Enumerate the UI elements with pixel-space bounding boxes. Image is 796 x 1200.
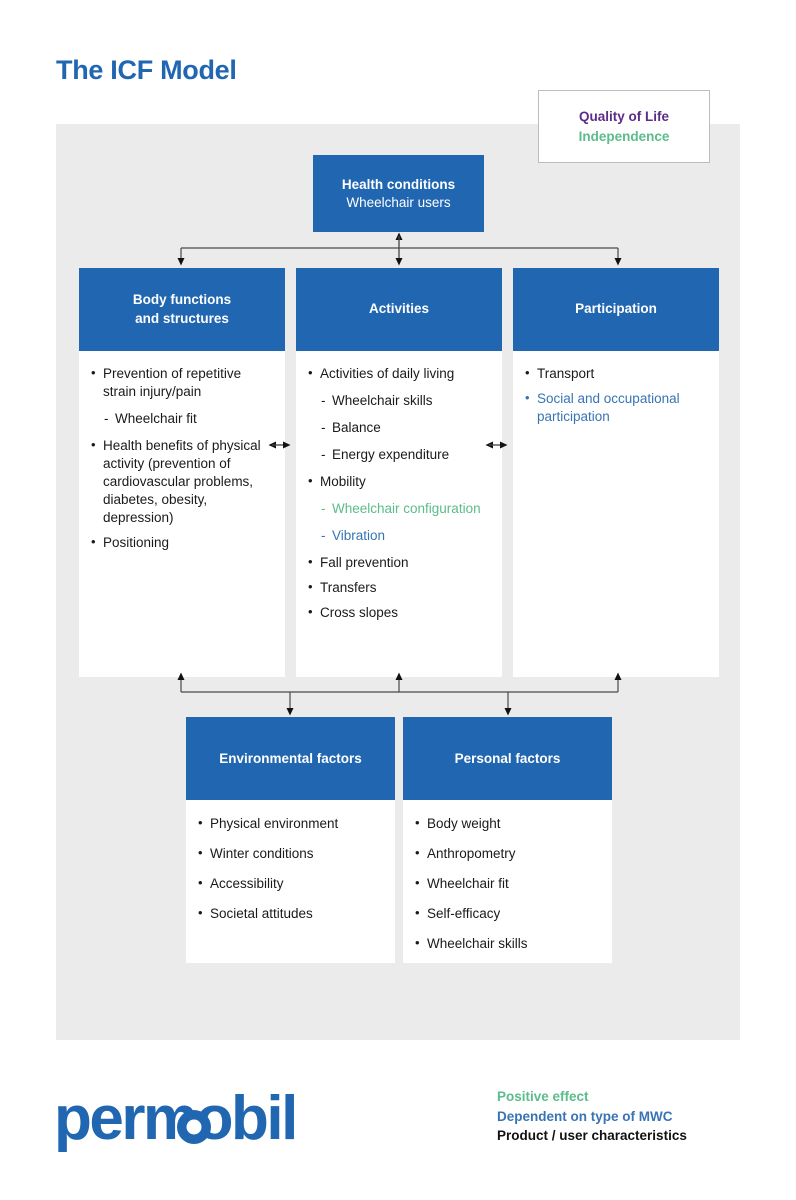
list-activities: Activities of daily livingWheelchair ski… [306,364,492,622]
health-conditions-title: Health conditions [341,176,456,192]
list-item: Anthropometry [413,844,602,863]
list-item: Health benefits of physical activity (pr… [89,436,275,527]
permobil-logo: permobil [54,1083,298,1153]
list-item: Wheelchair fit [89,410,275,428]
card-body-body-functions: Prevention of repetitive strain injury/p… [79,351,285,552]
card-header-line2: and structures [135,310,229,326]
card-body-participation: TransportSocial and occupational partici… [513,351,719,426]
list-item: Societal attitudes [196,904,385,923]
list-item: Wheelchair fit [413,874,602,893]
card-header-line1: Body functions [132,292,232,308]
list-item: Transport [523,364,709,383]
card-environmental-factors: Environmental factors Physical environme… [186,717,395,963]
list-item: Winter conditions [196,844,385,863]
card-header-environmental-label: Environmental factors [219,751,362,766]
list-item: Wheelchair skills [306,392,492,410]
list-item: Physical environment [196,814,385,833]
list-body-functions: Prevention of repetitive strain injury/p… [89,364,275,552]
legend-item-dependent-on-mwc: Dependent on type of MWC [497,1108,673,1124]
card-header-participation: Participation [513,268,719,351]
card-participation: Participation TransportSocial and occupa… [513,268,719,677]
card-header-participation-label: Participation [575,301,657,317]
health-conditions-box: Health conditions Wheelchair users [313,155,484,232]
list-item: Activities of daily living [306,364,492,383]
independence-label: Independence [578,129,670,144]
card-header-activities: Activities [296,268,502,351]
list-item: Balance [306,419,492,437]
card-header-body-functions: Body functions and structures [79,268,285,351]
list-item: Energy expenditure [306,446,492,464]
page-title: The ICF Model [56,55,237,85]
list-item: Mobility [306,472,492,491]
quality-of-life-box: Quality of Life Independence [538,90,710,163]
card-personal-factors: Personal factors Body weightAnthropometr… [403,717,612,963]
list-participation: TransportSocial and occupational partici… [523,364,709,426]
list-item: Cross slopes [306,603,492,622]
logo-o-inner [186,1119,202,1135]
card-header-activities-label: Activities [368,301,430,317]
legend-item-positive-effect: Positive effect [497,1089,589,1104]
card-header-environmental: Environmental factors [186,717,395,800]
list-item: Wheelchair configuration [306,500,492,518]
list-item: Accessibility [196,874,385,893]
list-item: Social and occupational participation [523,389,709,426]
legend-item-product-user-characteristics: Product / user characteristics [497,1128,687,1144]
permobil-logo-mark: permobil [54,1084,298,1153]
list-item: Prevention of repetitive strain injury/p… [89,364,275,401]
list-item: Self-efficacy [413,904,602,923]
card-body-activities: Activities of daily livingWheelchair ski… [296,351,502,622]
health-conditions-subtitle: Wheelchair users [346,194,451,210]
card-activities: Activities Activities of daily livingWhe… [296,268,502,677]
list-environmental: Physical environmentWinter conditionsAcc… [196,814,385,923]
card-header-personal: Personal factors [403,717,612,800]
list-item: Fall prevention [306,553,492,572]
list-item: Wheelchair skills [413,934,602,953]
quality-of-life-label: Quality of Life [578,109,669,124]
card-body-environmental: Physical environmentWinter conditionsAcc… [186,800,395,923]
legend: Positive effect Dependent on type of MWC… [497,1087,747,1146]
list-item: Positioning [89,533,275,552]
permobil-logo-text: permobil [54,1084,294,1153]
list-item: Vibration [306,527,492,545]
card-header-personal-label: Personal factors [454,751,561,766]
card-body-functions-and-structures: Body functions and structures Prevention… [79,268,285,677]
list-item: Body weight [413,814,602,833]
list-personal: Body weightAnthropometryWheelchair fitSe… [413,814,602,953]
list-item: Transfers [306,578,492,597]
card-body-personal: Body weightAnthropometryWheelchair fitSe… [403,800,612,953]
